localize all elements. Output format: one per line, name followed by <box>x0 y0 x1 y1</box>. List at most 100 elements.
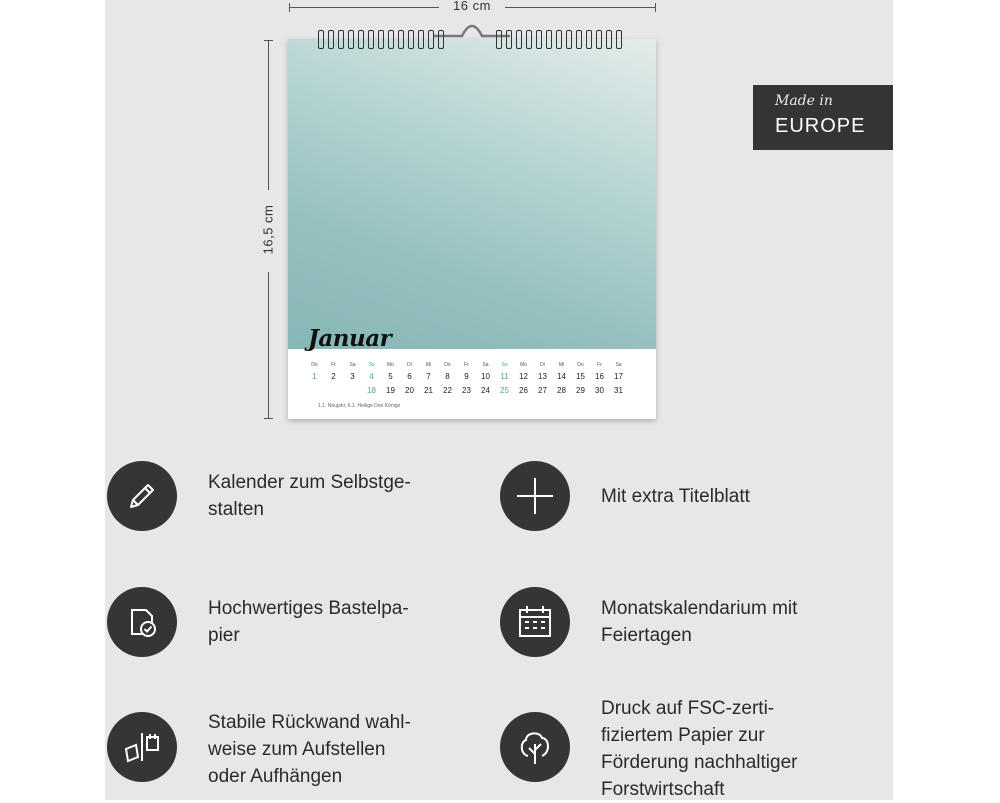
calendar-day: 4 <box>369 372 374 381</box>
paper-check-icon <box>107 587 177 657</box>
stand-hang-icon <box>107 712 177 782</box>
feature-text-monatskalendarium: Monatskalendarium mit Feiertagen <box>601 598 798 646</box>
calendar-day: 22 <box>443 386 452 395</box>
calendar-day: 1 <box>312 372 317 381</box>
calendar-day: 26 <box>519 386 528 395</box>
feature-text-selbstgestalten: Kalender zum Selbstge- stalten <box>208 472 411 520</box>
calendar-day: 3 <box>350 372 355 381</box>
width-dimension-tick-right <box>655 3 656 12</box>
calendar-day: 30 <box>595 386 604 395</box>
calendar-weekday: Sa <box>615 362 622 368</box>
calendar-weekday: Do <box>311 362 318 368</box>
binding-ring <box>496 30 502 49</box>
calendar-weekday: Di <box>407 362 412 368</box>
hanger-wire-icon <box>434 24 510 38</box>
calendar-weekday: So <box>368 362 375 368</box>
calendar-day: 10 <box>481 372 490 381</box>
binding-ring <box>368 30 374 49</box>
binding-ring <box>616 30 622 49</box>
calendar-weekday: So <box>501 362 508 368</box>
feature-text-rueckwand: Stabile Rückwand wahl- weise zum Aufstel… <box>208 712 411 787</box>
binding-ring <box>328 30 334 49</box>
width-dimension-label: 16 cm <box>453 0 491 13</box>
feature-text-bastelpapier: Hochwertiges Bastelpa- pier <box>208 598 409 646</box>
calendar-weekday: Mi <box>425 362 432 368</box>
calendar-day: 9 <box>464 372 469 381</box>
calendar-day: 8 <box>445 372 450 381</box>
height-dimension-line-top <box>268 40 269 190</box>
height-dimension-label: 16,5 cm <box>260 204 276 255</box>
calendar-photo-area <box>288 39 656 349</box>
plus-icon <box>500 461 570 531</box>
binding-ring <box>556 30 562 49</box>
calendar-day: 14 <box>557 372 566 381</box>
calendar-weekday: Fr <box>331 362 336 368</box>
calendar-day: 31 <box>614 386 623 395</box>
binding-ring <box>398 30 404 49</box>
calendar-day: 16 <box>595 372 604 381</box>
calendar-day: 23 <box>462 386 471 395</box>
binding-ring <box>536 30 542 49</box>
badge-region-text: EUROPE <box>775 115 866 137</box>
calendar-weekday: Di <box>540 362 545 368</box>
calendar-weekday: Mi <box>558 362 565 368</box>
binding-ring <box>358 30 364 49</box>
calendar-weekday: Fr <box>464 362 469 368</box>
calendar-day: 13 <box>538 372 547 381</box>
binding-ring <box>408 30 414 49</box>
made-in-europe-badge: Made in EUROPE <box>753 85 893 150</box>
calendar-weekday: Sa <box>349 362 356 368</box>
tree-icon <box>500 712 570 782</box>
calendar-day: 12 <box>519 372 528 381</box>
calendar-day: 5 <box>388 372 393 381</box>
binding-ring <box>506 30 512 49</box>
calendar-weekday: Do <box>577 362 584 368</box>
binding-ring <box>438 30 444 49</box>
calendar-day: 29 <box>576 386 585 395</box>
calendar-month-name: Januar <box>308 325 392 352</box>
calendar-day: 19 <box>386 386 395 395</box>
width-dimension-line-right <box>505 7 655 8</box>
calendar-day: 15 <box>576 372 585 381</box>
binding-ring <box>418 30 424 49</box>
calendar-day: 6 <box>407 372 412 381</box>
calendar-mockup: Januar Do Fr Sa So Mo Di Mi Do Fr Sa So Mo Di Mi Do Fr S… <box>288 39 656 419</box>
calendar-day: 2 <box>331 372 336 381</box>
calendar-day: 25 <box>500 386 509 395</box>
binding-ring <box>586 30 592 49</box>
binding-ring <box>606 30 612 49</box>
binding-ring <box>318 30 324 49</box>
calendar-icon <box>500 587 570 657</box>
calendar-day: 27 <box>538 386 547 395</box>
calendar-day: 7 <box>426 372 431 381</box>
calendar-weekday: Mo <box>387 362 394 368</box>
calendar-day: 21 <box>424 386 433 395</box>
calendar-weekday: Mo <box>520 362 527 368</box>
height-dimension-line-bottom <box>268 272 269 418</box>
calendar-day: 28 <box>557 386 566 395</box>
binding-ring <box>348 30 354 49</box>
binding-ring <box>516 30 522 49</box>
calendar-holidays-note: 1.1. Neujahr, 6.1. Heilige Drei Könige <box>318 403 401 409</box>
calendar-weekday: Sa <box>482 362 489 368</box>
spiral-binding <box>318 30 626 50</box>
calendar-day: 20 <box>405 386 414 395</box>
height-dimension-tick-bottom <box>264 418 273 419</box>
feature-text-fsc: Druck auf FSC-zerti- fiziertem Papier zu… <box>601 698 798 800</box>
feature-text-titelblatt: Mit extra Titelblatt <box>601 486 750 507</box>
binding-ring <box>546 30 552 49</box>
binding-ring <box>566 30 572 49</box>
binding-ring <box>428 30 434 49</box>
calendar-weekday: Do <box>444 362 451 368</box>
calendar-day: 24 <box>481 386 490 395</box>
pencil-icon <box>107 461 177 531</box>
calendar-day: 18 <box>367 386 376 395</box>
width-dimension-line-left <box>289 7 439 8</box>
binding-ring <box>596 30 602 49</box>
binding-ring <box>526 30 532 49</box>
badge-made-in-text: Made in <box>775 93 833 109</box>
calendar-weekday: Fr <box>597 362 602 368</box>
binding-ring <box>576 30 582 49</box>
binding-ring <box>388 30 394 49</box>
calendar-day: 17 <box>614 372 623 381</box>
